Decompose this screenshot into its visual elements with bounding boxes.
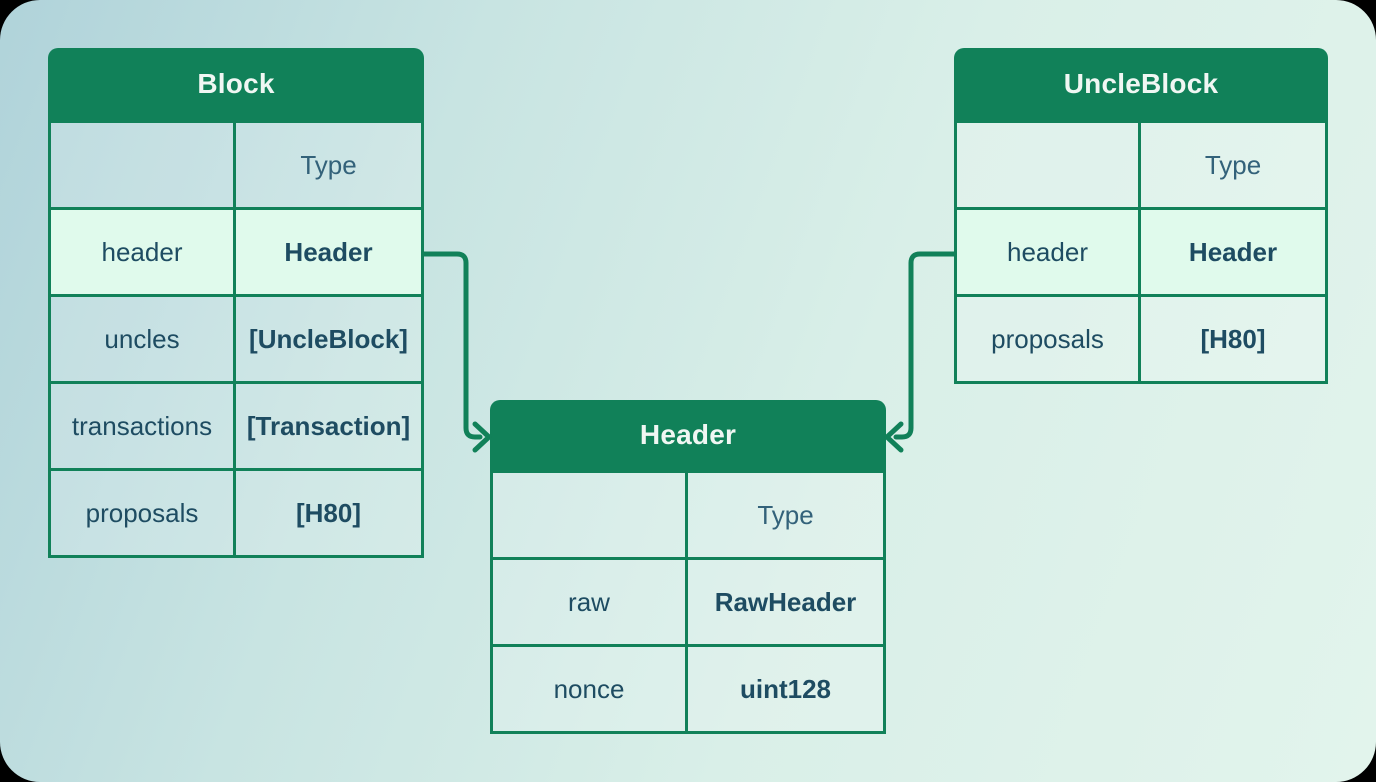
entity-block-corner-cell	[51, 120, 236, 207]
entity-uncleblock-grid: Type header Header proposals [H80]	[954, 120, 1328, 384]
entity-header-field-raw: raw	[493, 557, 688, 644]
entity-block-field-proposals: proposals	[51, 468, 236, 555]
entity-uncleblock-type-column-header: Type	[1141, 120, 1325, 207]
entity-uncleblock-field-header: header	[957, 207, 1141, 294]
entity-header-corner-cell	[493, 470, 688, 557]
entity-uncleblock-corner-cell	[957, 120, 1141, 207]
entity-header-type-column-header: Type	[688, 470, 883, 557]
entity-uncleblock-field-header-type: Header	[1141, 207, 1325, 294]
entity-header-field-nonce-type: uint128	[688, 644, 883, 731]
entity-header-field-nonce: nonce	[493, 644, 688, 731]
entity-header-field-raw-type: RawHeader	[688, 557, 883, 644]
arrowhead-right-icon	[472, 421, 492, 453]
entity-uncleblock-field-proposals-type: [H80]	[1141, 294, 1325, 381]
entity-block-title: Block	[48, 48, 424, 120]
entity-header: Header Type raw RawHeader nonce uint128	[490, 400, 886, 734]
entity-block-field-uncles-type: [UncleBlock]	[236, 294, 421, 381]
entity-block-field-proposals-type: [H80]	[236, 468, 421, 555]
entity-uncleblock-field-proposals: proposals	[957, 294, 1141, 381]
entity-uncleblock-title: UncleBlock	[954, 48, 1328, 120]
entity-block-field-transactions: transactions	[51, 381, 236, 468]
connector-uncleblock-to-header	[893, 251, 957, 440]
entity-header-grid: Type raw RawHeader nonce uint128	[490, 470, 886, 734]
entity-block-field-header: header	[51, 207, 236, 294]
entity-block-grid: Type header Header uncles [UncleBlock] t…	[48, 120, 424, 558]
entity-uncleblock: UncleBlock Type header Header proposals …	[954, 48, 1328, 384]
entity-header-title: Header	[490, 400, 886, 470]
entity-block-field-uncles: uncles	[51, 294, 236, 381]
entity-block-field-transactions-type: [Transaction]	[236, 381, 421, 468]
arrowhead-left-icon	[884, 421, 904, 453]
entity-block: Block Type header Header uncles [UncleBl…	[48, 48, 424, 558]
entity-block-type-column-header: Type	[236, 120, 421, 207]
entity-block-field-header-type: Header	[236, 207, 421, 294]
connector-block-to-header	[421, 251, 483, 440]
